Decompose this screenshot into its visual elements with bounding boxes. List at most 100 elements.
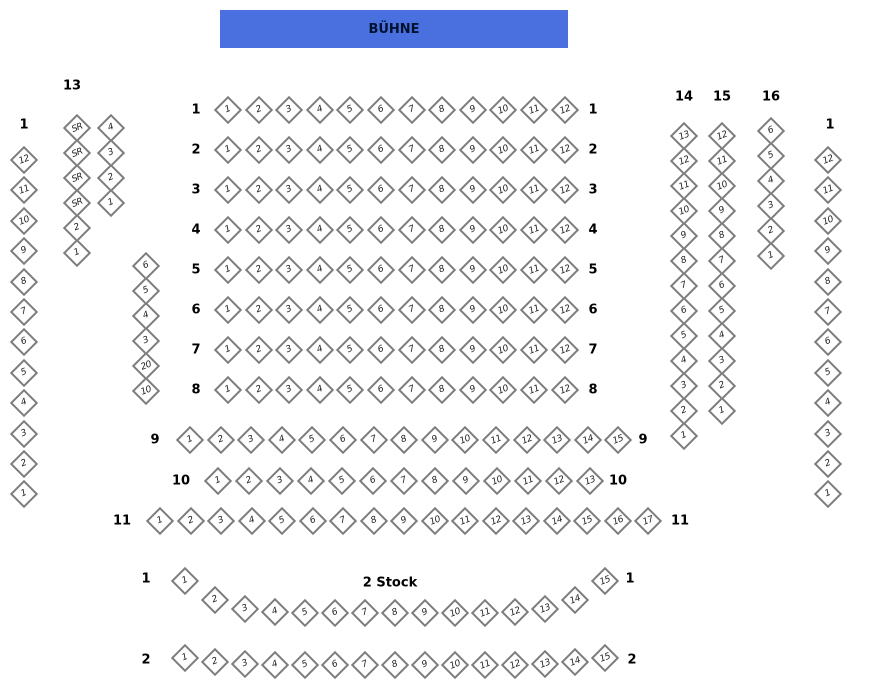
- seat[interactable]: 9: [458, 295, 487, 325]
- seat[interactable]: 10: [440, 650, 470, 680]
- seat[interactable]: 7: [397, 375, 426, 405]
- seat[interactable]: 3: [237, 425, 266, 455]
- seat[interactable]: 9: [458, 375, 487, 405]
- seat[interactable]: 2: [244, 255, 273, 285]
- seat[interactable]: 10: [489, 375, 518, 405]
- seat[interactable]: 12: [550, 375, 579, 405]
- seat[interactable]: 11: [813, 176, 843, 205]
- seat[interactable]: 13: [543, 425, 572, 455]
- seat[interactable]: 4: [813, 389, 843, 418]
- seat[interactable]: 5: [336, 335, 365, 365]
- seat[interactable]: 6: [328, 425, 358, 455]
- seat[interactable]: 11: [481, 425, 511, 455]
- seat[interactable]: 11: [519, 375, 549, 405]
- seat[interactable]: 1: [96, 188, 126, 218]
- seat[interactable]: 11: [519, 255, 549, 285]
- seat[interactable]: 10: [489, 255, 518, 285]
- seat[interactable]: 10: [9, 206, 39, 235]
- seat[interactable]: 12: [500, 597, 530, 627]
- seat[interactable]: 13: [575, 466, 605, 496]
- seat[interactable]: 4: [305, 255, 334, 285]
- seat[interactable]: 12: [813, 145, 843, 175]
- seat[interactable]: 7: [397, 95, 426, 125]
- seat[interactable]: 1: [203, 466, 233, 496]
- seat[interactable]: 10: [482, 466, 512, 496]
- seat[interactable]: 12: [550, 175, 579, 205]
- seat[interactable]: 6: [298, 506, 327, 536]
- seat[interactable]: 10: [451, 425, 480, 455]
- seat[interactable]: 12: [512, 425, 541, 455]
- seat[interactable]: 12: [550, 335, 579, 365]
- seat[interactable]: 7: [397, 295, 426, 325]
- seat[interactable]: 4: [237, 506, 266, 536]
- seat[interactable]: 11: [470, 650, 500, 680]
- seat[interactable]: 9: [458, 95, 487, 125]
- seat[interactable]: 2: [244, 95, 273, 125]
- seat[interactable]: 4: [305, 135, 334, 165]
- seat[interactable]: 6: [358, 466, 388, 496]
- seat[interactable]: 3: [9, 419, 39, 448]
- seat[interactable]: 9: [813, 237, 843, 266]
- seat[interactable]: 6: [366, 175, 396, 205]
- seat[interactable]: 7: [389, 466, 419, 496]
- seat[interactable]: 8: [428, 135, 457, 165]
- seat[interactable]: 1: [170, 643, 200, 673]
- seat[interactable]: 4: [305, 95, 334, 125]
- seat[interactable]: 2: [9, 449, 39, 479]
- seat[interactable]: 15: [590, 566, 620, 596]
- seat[interactable]: 3: [206, 506, 236, 536]
- seat[interactable]: 11: [519, 135, 549, 165]
- seat[interactable]: 8: [428, 335, 457, 365]
- seat[interactable]: 2: [244, 375, 273, 405]
- seat[interactable]: 3: [275, 215, 304, 245]
- seat[interactable]: 1: [62, 238, 92, 268]
- seat[interactable]: 3: [813, 419, 843, 448]
- seat[interactable]: 5: [336, 135, 365, 165]
- seat[interactable]: 7: [350, 598, 380, 628]
- seat[interactable]: 6: [366, 375, 396, 405]
- seat[interactable]: 1: [213, 175, 243, 205]
- seat[interactable]: 11: [519, 95, 549, 125]
- seat[interactable]: 14: [573, 425, 602, 455]
- seat[interactable]: 9: [458, 255, 487, 285]
- seat[interactable]: 9: [410, 598, 440, 628]
- seat[interactable]: 2: [234, 466, 264, 496]
- seat[interactable]: 11: [519, 335, 549, 365]
- seat[interactable]: 8: [428, 295, 457, 325]
- seat[interactable]: 2: [244, 175, 273, 205]
- seat[interactable]: 4: [305, 175, 334, 205]
- seat[interactable]: 1: [9, 480, 39, 509]
- seat[interactable]: 3: [275, 175, 304, 205]
- seat[interactable]: 12: [550, 135, 579, 165]
- seat[interactable]: 3: [265, 466, 295, 496]
- seat[interactable]: 9: [458, 135, 487, 165]
- seat[interactable]: 1: [813, 480, 843, 509]
- seat[interactable]: 12: [550, 255, 579, 285]
- seat[interactable]: 14: [560, 648, 590, 677]
- seat[interactable]: 13: [530, 649, 560, 679]
- seat[interactable]: 9: [451, 466, 481, 496]
- seat[interactable]: 5: [336, 375, 365, 405]
- seat[interactable]: 14: [560, 586, 590, 615]
- seat[interactable]: 6: [366, 295, 396, 325]
- seat[interactable]: 4: [267, 425, 296, 455]
- seat[interactable]: 2: [200, 586, 230, 615]
- seat[interactable]: 8: [359, 506, 388, 536]
- seat[interactable]: 9: [410, 650, 440, 680]
- seat[interactable]: 2: [176, 506, 205, 536]
- seat[interactable]: 1: [756, 241, 786, 271]
- seat[interactable]: 16: [603, 506, 632, 536]
- seat[interactable]: 12: [500, 650, 530, 679]
- seat[interactable]: 1: [213, 295, 243, 325]
- seat[interactable]: 7: [813, 297, 843, 327]
- seat[interactable]: 5: [298, 425, 327, 455]
- seat[interactable]: 1: [175, 425, 205, 455]
- seat[interactable]: 1: [213, 95, 243, 125]
- seat[interactable]: 4: [305, 335, 334, 365]
- seat[interactable]: 8: [420, 466, 450, 496]
- seat[interactable]: 7: [397, 175, 426, 205]
- seat[interactable]: 9: [458, 335, 487, 365]
- seat[interactable]: 11: [9, 176, 39, 205]
- seat[interactable]: 7: [397, 255, 426, 285]
- seat[interactable]: 4: [305, 375, 334, 405]
